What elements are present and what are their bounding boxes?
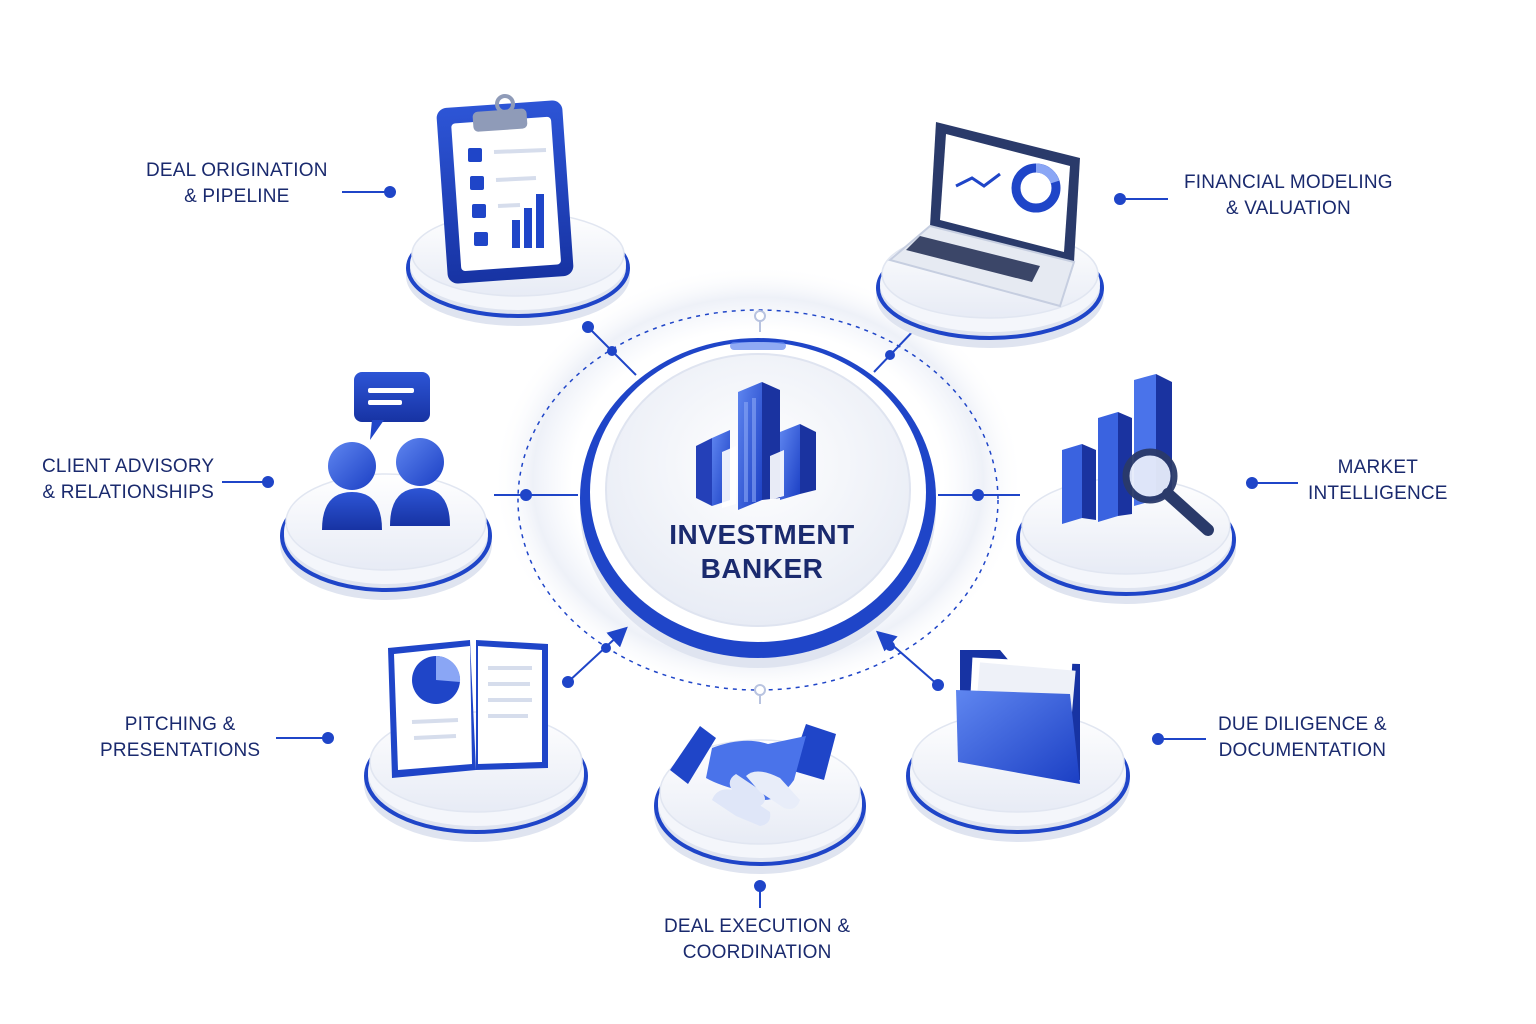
- label-line: & PIPELINE: [184, 186, 290, 207]
- label-deal-origination: DEAL ORIGINATION & PIPELINE: [146, 158, 328, 210]
- orbit-markers: [754, 310, 766, 704]
- hub-title-line2: BANKER: [700, 553, 824, 584]
- label-line: COORDINATION: [682, 942, 832, 963]
- label-line: DOCUMENTATION: [1218, 740, 1387, 761]
- label-line: PITCHING &: [124, 714, 236, 735]
- label-line: CLIENT ADVISORY: [42, 456, 215, 477]
- open-book-chart-icon: [388, 640, 548, 778]
- label-line: DEAL EXECUTION &: [664, 916, 851, 937]
- label-line: MARKET: [1337, 457, 1419, 478]
- label-deal-execution: DEAL EXECUTION & COORDINATION: [664, 914, 850, 966]
- label-line: INTELLIGENCE: [1308, 483, 1448, 504]
- label-line: DUE DILIGENCE &: [1218, 714, 1387, 735]
- handshake-icon: [670, 724, 836, 826]
- label-due-diligence: DUE DILIGENCE & DOCUMENTATION: [1218, 712, 1387, 764]
- folder-documents-icon: [956, 650, 1080, 784]
- client-advisory-platform: [280, 473, 492, 600]
- city-buildings-icon: [696, 382, 816, 510]
- label-line: DEAL ORIGINATION: [146, 160, 328, 181]
- label-financial-modeling: FINANCIAL MODELING & VALUATION: [1184, 170, 1393, 222]
- label-client-advisory: CLIENT ADVISORY & RELATIONSHIPS: [42, 454, 214, 506]
- label-line: & RELATIONSHIPS: [42, 482, 214, 503]
- bar-chart-magnifier-icon: [1062, 374, 1214, 536]
- hub-title: INVESTMENT BANKER: [612, 518, 912, 586]
- clipboard-checklist-icon: [436, 94, 574, 284]
- connectors: [494, 321, 1020, 691]
- hub-title-line1: INVESTMENT: [669, 519, 855, 550]
- laptop-chart-icon: [887, 122, 1080, 308]
- label-pitching: PITCHING & PRESENTATIONS: [100, 712, 260, 764]
- label-market-intelligence: MARKET INTELLIGENCE: [1308, 455, 1448, 507]
- orbit-ring: [517, 309, 999, 691]
- label-line: & VALUATION: [1225, 198, 1351, 219]
- label-line: PRESENTATIONS: [100, 740, 261, 761]
- label-leaders: [222, 186, 1298, 908]
- label-line: FINANCIAL MODELING: [1184, 172, 1393, 193]
- people-chat-icon: [322, 372, 450, 530]
